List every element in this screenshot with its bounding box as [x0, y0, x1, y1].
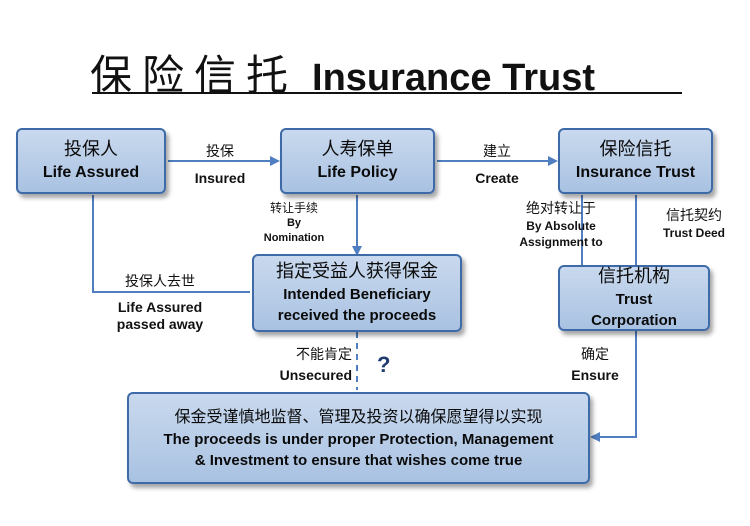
box-insurance-trust: 保险信托 Insurance Trust: [558, 128, 713, 194]
label-trust-deed: 信托契约 Trust Deed: [650, 207, 738, 242]
nomination-en-line1: By: [286, 217, 302, 229]
box-beneficiary: 指定受益人获得保金 Intended Beneficiary received …: [252, 254, 462, 332]
proceeds-en-line2: & Investment to ensure that wishes come …: [194, 452, 523, 469]
trust-deed-cn: 信托契约: [666, 208, 722, 224]
ensure-en: Ensure: [571, 367, 619, 383]
unsecured-en: Unsecured: [279, 367, 352, 383]
box-life-assured: 投保人 Life Assured: [16, 128, 166, 194]
trust-corporation-cn: 信托机构: [598, 266, 670, 287]
insurance-trust-cn: 保险信托: [599, 139, 672, 160]
title-underline: [92, 92, 682, 94]
title-chinese: 保险信托: [90, 51, 299, 100]
proceeds-en-line1: The proceeds is under proper Protection,…: [163, 431, 554, 448]
life-assured-cn: 投保人: [64, 139, 118, 160]
beneficiary-cn: 指定受益人获得保金: [276, 261, 438, 282]
label-create: 建立 Create: [457, 143, 537, 187]
life-assured-en: Life Assured: [42, 164, 140, 181]
passed-away-en-line2: passed away: [116, 316, 204, 332]
unsecured-cn: 不能肯定: [296, 347, 352, 363]
question-mark: ?: [377, 352, 391, 377]
absolute-en-line2: Assignment to: [519, 235, 603, 249]
label-passed-away: 投保人去世 Life Assured passed away: [100, 273, 220, 333]
insured-cn: 投保: [206, 144, 234, 160]
ensure-cn: 确定: [581, 347, 609, 363]
life-policy-cn: 人寿保单: [321, 139, 394, 160]
nomination-en-line2: Nomination: [263, 232, 325, 244]
absolute-en-line1: By Absolute: [526, 219, 596, 233]
absolute-cn: 绝对转让于: [526, 201, 596, 217]
insured-en: Insured: [194, 170, 246, 186]
passed-away-en-line1: Life Assured: [117, 299, 203, 315]
box-life-policy: 人寿保单 Life Policy: [280, 128, 435, 194]
label-insured: 投保 Insured: [180, 143, 260, 187]
label-nomination: 转让手续 By Nomination: [250, 200, 338, 246]
box-trust-corporation: 信托机构 Trust Corporation: [558, 265, 710, 331]
box-proceeds: 保金受谨慎地监督、管理及投资以确保愿望得以实现 The proceeds is …: [127, 392, 590, 484]
create-en: Create: [475, 170, 519, 186]
create-cn: 建立: [483, 144, 511, 160]
insurance-trust-en: Insurance Trust: [575, 164, 696, 181]
beneficiary-en-line1: Intended Beneficiary: [283, 286, 431, 303]
beneficiary-en-line2: received the proceeds: [277, 307, 437, 324]
trust-deed-en: Trust Deed: [662, 226, 725, 240]
passed-away-cn: 投保人去世: [125, 274, 195, 290]
life-policy-en: Life Policy: [317, 164, 398, 181]
proceeds-cn: 保金受谨慎地监督、管理及投资以确保愿望得以实现: [174, 407, 543, 426]
label-absolute: 绝对转让于 By Absolute Assignment to: [506, 200, 616, 250]
trust-corporation-en-line2: Corporation: [591, 312, 677, 329]
label-ensure: 确定 Ensure: [560, 346, 630, 384]
nomination-cn: 转让手续: [269, 201, 318, 215]
trust-corporation-en-line1: Trust: [615, 291, 653, 308]
label-unsecured: 不能肯定 Unsecured: [262, 346, 352, 384]
line-passed-away: [92, 195, 250, 293]
